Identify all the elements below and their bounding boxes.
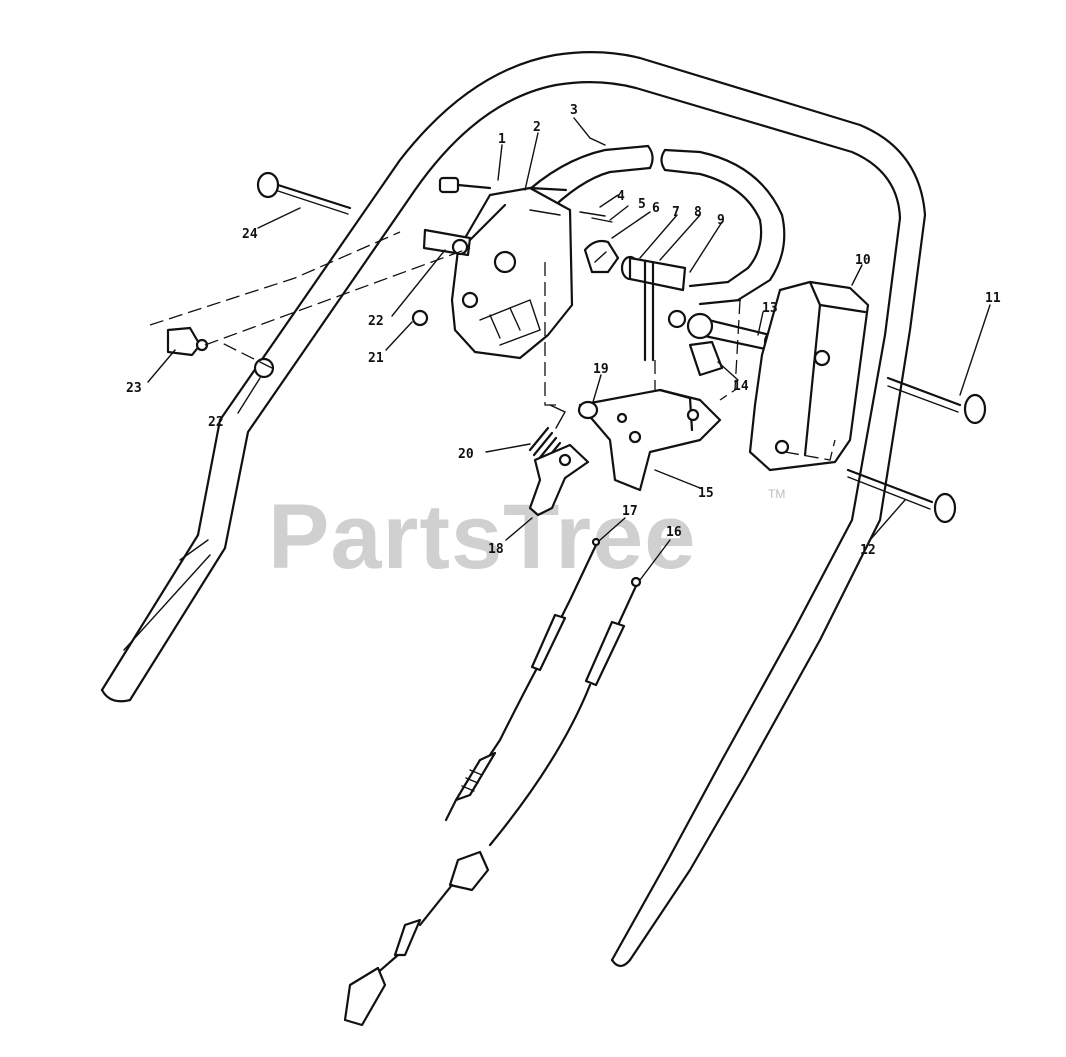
label-part-22-upper: 22 xyxy=(368,314,384,329)
label-part-15: 15 xyxy=(698,486,714,501)
watermark-trademark: TM xyxy=(768,487,785,501)
label-part-6: 6 xyxy=(652,201,660,216)
label-part-21: 21 xyxy=(368,351,384,366)
washer-19 xyxy=(577,400,599,420)
part-labels: 1 2 3 4 5 6 7 8 9 10 11 12 13 14 15 16 1… xyxy=(126,103,1001,558)
label-part-2: 2 xyxy=(533,120,541,135)
cable-16 xyxy=(343,576,642,1027)
label-part-11: 11 xyxy=(985,291,1001,306)
label-part-17: 17 xyxy=(622,504,638,519)
label-part-9: 9 xyxy=(717,213,725,228)
upper-handle xyxy=(100,51,927,968)
nut-21 xyxy=(411,309,429,327)
label-part-4: 4 xyxy=(617,189,625,204)
label-part-12: 12 xyxy=(860,543,876,558)
bracket-15 xyxy=(578,388,722,492)
leader-lines xyxy=(147,117,991,581)
handle-cover xyxy=(748,280,870,472)
bolt-11 xyxy=(886,376,987,425)
pawl-18 xyxy=(528,443,590,517)
label-part-3: 3 xyxy=(570,103,578,118)
assembly-lines xyxy=(149,231,836,461)
bushing-23 xyxy=(166,326,209,357)
control-housing xyxy=(450,186,574,360)
shaft-7-8-9 xyxy=(620,255,687,362)
label-part-19: 19 xyxy=(593,362,609,377)
label-part-18: 18 xyxy=(488,542,504,557)
label-part-5: 5 xyxy=(638,197,646,212)
label-part-14: 14 xyxy=(733,379,749,394)
bolt-24 xyxy=(256,171,352,215)
label-part-1: 1 xyxy=(498,132,506,147)
label-part-8: 8 xyxy=(694,205,702,220)
bolt-12 xyxy=(846,468,957,524)
label-part-7: 7 xyxy=(672,205,680,220)
spacer-22-upper xyxy=(422,228,472,257)
nut-22-lower xyxy=(253,357,275,379)
bolt-1 xyxy=(438,176,492,194)
label-part-16: 16 xyxy=(666,525,682,540)
watermark-text: PartsTree xyxy=(268,486,696,588)
shaft-13 xyxy=(667,309,777,377)
label-part-24: 24 xyxy=(242,227,258,242)
label-part-23: 23 xyxy=(126,381,142,396)
cable-17 xyxy=(444,537,601,822)
label-part-22-lower: 22 xyxy=(208,415,224,430)
label-part-13: 13 xyxy=(762,301,778,316)
label-part-10: 10 xyxy=(855,253,871,268)
label-part-20: 20 xyxy=(458,447,474,462)
small-parts-4-5-6 xyxy=(579,211,620,274)
